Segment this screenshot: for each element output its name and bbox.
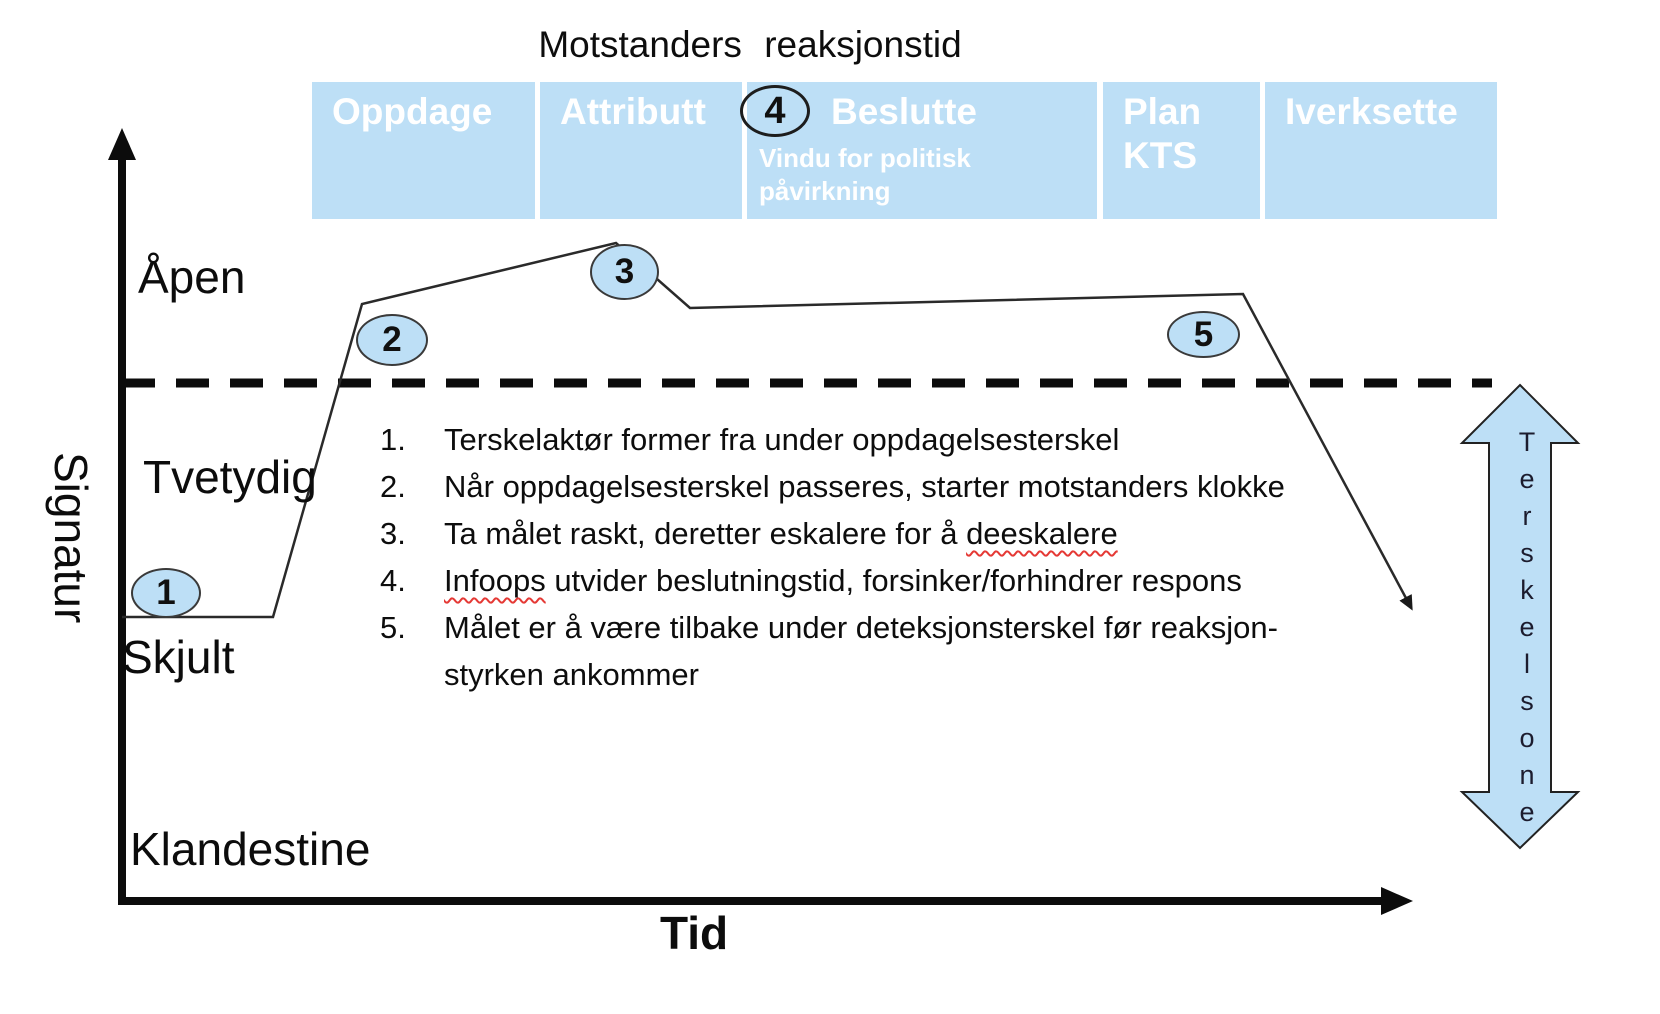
phase-cell-plan-kts: Plan KTS xyxy=(1103,82,1260,219)
signature-curve xyxy=(122,241,1413,619)
level-label-hidden: Skjult xyxy=(122,631,235,683)
note-number: 4. xyxy=(380,563,406,598)
phase-label-plan-kts: Plan KTS xyxy=(1123,91,1202,176)
curve-marker-2: 2 xyxy=(356,314,428,366)
x-axis-label: Tid xyxy=(660,907,729,959)
diagram-title: Motstanders reaksjonstid xyxy=(538,24,962,65)
note-item-2: 2. Når oppdagelsesterskel passeres, star… xyxy=(380,463,1375,510)
note-number: 1. xyxy=(380,422,406,457)
y-axis-label: Signatur xyxy=(45,452,97,624)
note-text: Terskelaktør former fra under oppdagelse… xyxy=(444,416,1359,463)
note-text: Infoops utvider beslutningstid, forsinke… xyxy=(444,557,1359,604)
phase-sublabel-beslutte: Vindu for politisk påvirkning xyxy=(759,143,971,206)
note-item-1: 1. Terskelaktør former fra under oppdage… xyxy=(380,416,1375,463)
note-text-pre: Ta målet raskt, deretter eskalere for å xyxy=(444,516,967,551)
note-item-5: 5. Målet er å være tilbake under deteksj… xyxy=(380,604,1375,698)
note-text-pre: Når oppdagelsesterskel passeres, starter… xyxy=(444,469,1285,504)
phase-cell-iverksette: Iverksette xyxy=(1265,82,1497,219)
note-text: Når oppdagelsesterskel passeres, starter… xyxy=(444,463,1359,510)
phase-label-attributt: Attributt xyxy=(560,91,706,132)
phase-label-beslutte: Beslutte xyxy=(831,91,977,132)
note-text: Målet er å være tilbake under deteksjons… xyxy=(444,604,1359,698)
note-text-post: utvider beslutningstid, forsinker/forhin… xyxy=(545,563,1242,598)
phase-label-oppdage: Oppdage xyxy=(332,91,493,132)
note-text-misspelled: Infoops xyxy=(444,563,546,598)
threshold-zone-label: Terskelsone xyxy=(1512,426,1542,834)
curve-marker-1: 1 xyxy=(131,568,201,618)
level-label-ambiguous: Tvetydig xyxy=(143,451,317,503)
note-text-pre: Målet er å være tilbake under deteksjons… xyxy=(444,610,1278,692)
table-marker-4: 4 xyxy=(740,85,810,137)
notes-list: 1. Terskelaktør former fra under oppdage… xyxy=(380,416,1375,698)
phase-label-iverksette: Iverksette xyxy=(1285,91,1458,132)
curve-marker-3: 3 xyxy=(590,244,659,300)
level-label-clandestine: Klandestine xyxy=(130,823,371,875)
note-text-pre: Terskelaktør former fra under oppdagelse… xyxy=(444,422,1120,457)
note-text-misspelled: deeskalere xyxy=(966,516,1118,551)
level-label-open: Åpen xyxy=(138,251,246,303)
phase-cell-oppdage: Oppdage xyxy=(312,82,535,219)
note-text: Ta målet raskt, deretter eskalere for å … xyxy=(444,510,1359,557)
curve-marker-5: 5 xyxy=(1167,311,1240,358)
note-item-3: 3. Ta målet raskt, deretter eskalere for… xyxy=(380,510,1375,557)
threshold-zone-double-arrow xyxy=(1459,383,1581,850)
note-number: 5. xyxy=(380,610,406,645)
note-item-4: 4. Infoops utvider beslutningstid, forsi… xyxy=(380,557,1375,604)
note-number: 3. xyxy=(380,516,406,551)
phase-cell-attributt: Attributt xyxy=(540,82,742,219)
note-number: 2. xyxy=(380,469,406,504)
